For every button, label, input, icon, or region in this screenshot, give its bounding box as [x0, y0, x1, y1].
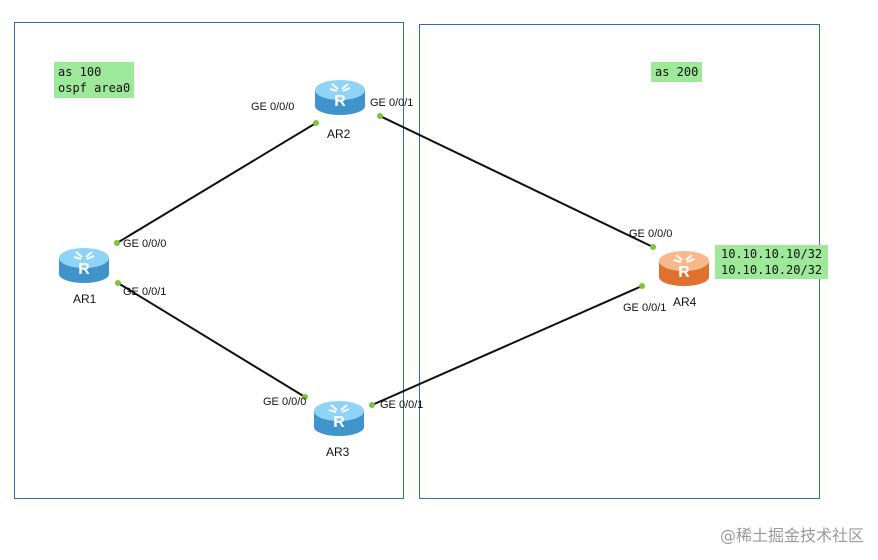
link-ar3-ar4	[371, 285, 643, 406]
port-label-ar3-g1: GE 0/0/1	[380, 399, 424, 411]
port-dot-ar4-g1	[639, 283, 645, 289]
link-ar1-ar3	[117, 282, 306, 398]
port-dot-ar3-g1	[369, 402, 375, 408]
port-dot-ar1-g1	[115, 280, 121, 286]
svg-text:R: R	[334, 93, 346, 110]
link-ar1-ar2	[116, 122, 317, 244]
port-label-ar2-g0: GE 0/0/0	[251, 101, 295, 113]
router-name-ar3: AR3	[326, 445, 350, 459]
port-dot-ar4-g0	[650, 244, 656, 250]
router-name-ar4: AR4	[673, 295, 697, 309]
port-label-ar4-g0: GE 0/0/0	[629, 228, 673, 240]
port-dot-ar2-g0	[313, 120, 319, 126]
as200-label: as 200	[651, 62, 703, 82]
port-label-ar1-g1: GE 0/0/1	[123, 286, 167, 298]
as100-label: as 100 ospf area0	[54, 62, 135, 98]
port-label-ar4-g1: GE 0/0/1	[623, 302, 667, 314]
svg-text:R: R	[678, 264, 690, 281]
svg-text:R: R	[333, 414, 345, 431]
port-dot-ar1-g0	[114, 240, 120, 246]
router-icon-ar4[interactable]: R	[659, 251, 709, 286]
port-label-ar2-g1: GE 0/0/1	[370, 97, 414, 109]
ar4-address-block: 10.10.10.10/32 10.10.10.20/32	[715, 245, 829, 279]
router-name-ar2: AR2	[327, 127, 351, 141]
port-dot-ar2-g1	[377, 113, 383, 119]
port-dot-ar3-g0	[302, 394, 308, 400]
port-label-ar3-g0: GE 0/0/0	[263, 396, 307, 408]
router-icon-ar2[interactable]: R	[315, 80, 365, 115]
router-icon-ar1[interactable]: R	[59, 248, 109, 283]
watermark: @稀土掘金技术社区	[719, 526, 864, 545]
svg-text:R: R	[78, 261, 90, 278]
router-icon-ar3[interactable]: R	[314, 401, 364, 436]
link-ar2-ar4	[379, 115, 654, 248]
port-label-ar1-g0: GE 0/0/0	[123, 238, 167, 250]
router-name-ar1: AR1	[73, 292, 97, 306]
as100-area-box	[14, 22, 404, 499]
